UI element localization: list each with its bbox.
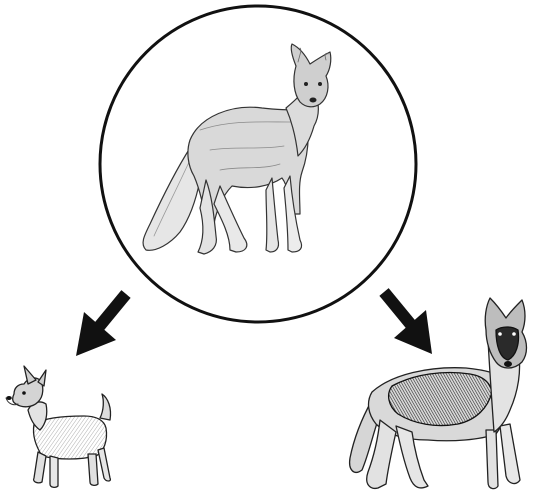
wolf-ancestor-illustration	[143, 44, 331, 254]
chihuahua-illustration	[6, 366, 111, 487]
arrow-down-left-icon	[76, 294, 126, 356]
arrow-down-right-icon	[384, 292, 432, 354]
german-shepherd-illustration	[350, 298, 527, 489]
